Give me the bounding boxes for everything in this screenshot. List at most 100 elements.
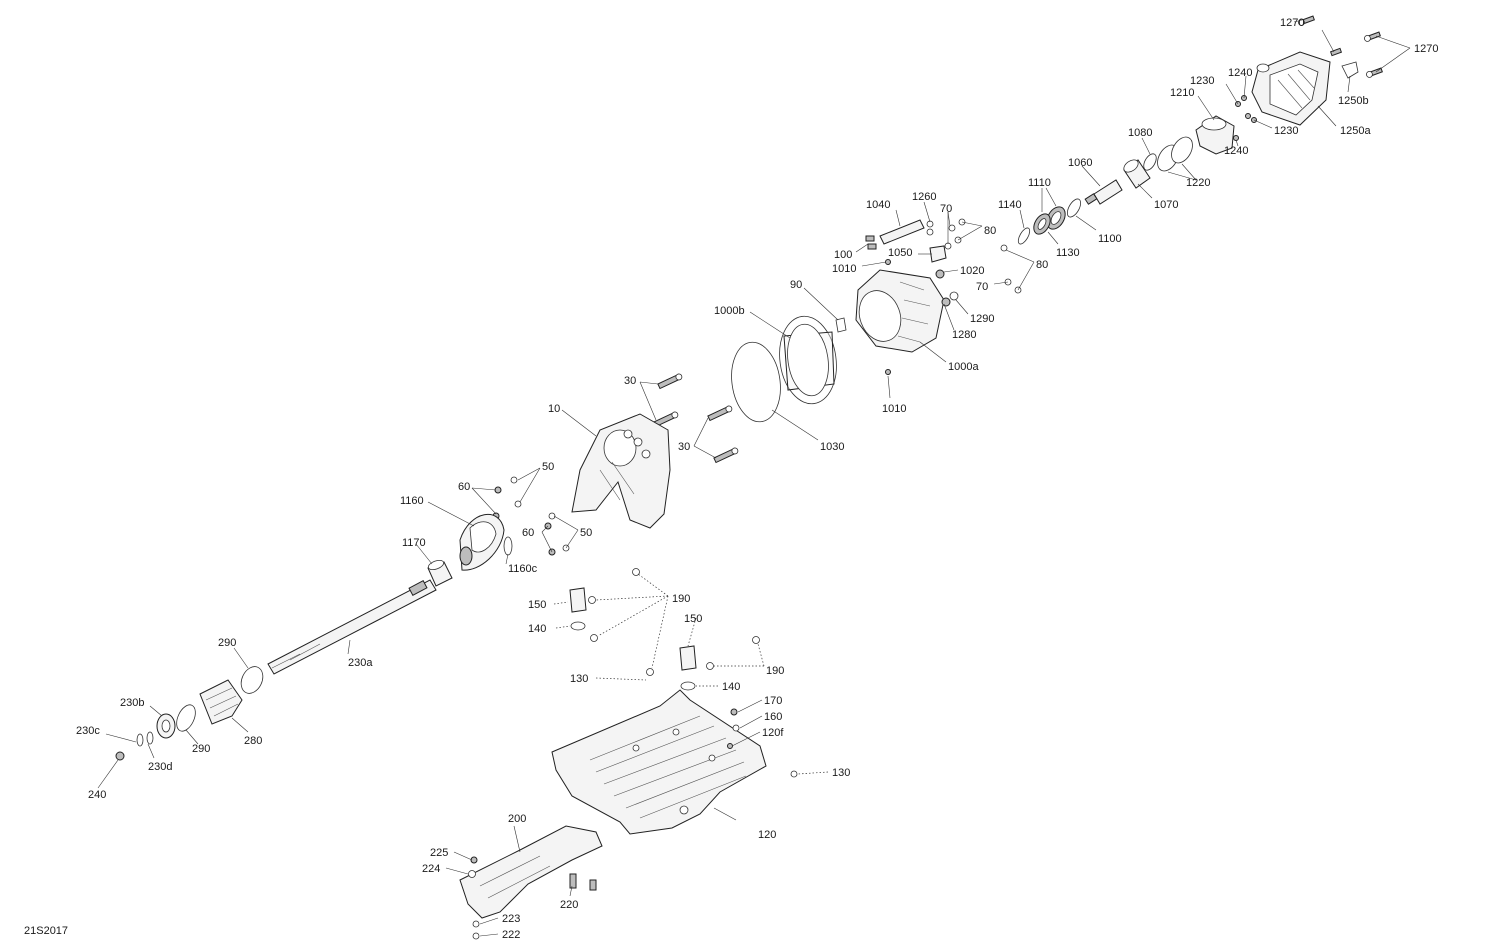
callout-50: 50: [542, 461, 554, 473]
callout-190: 190: [766, 665, 784, 677]
callout-1290: 1290: [970, 313, 994, 325]
callout-1070: 1070: [1154, 199, 1178, 211]
part-1040-tube: [879, 219, 934, 245]
callout-160: 160: [764, 711, 782, 723]
part-1160-impeller: [459, 514, 513, 571]
callout-224: 224: [422, 863, 440, 875]
callout-290: 290: [192, 743, 210, 755]
part-90-fitting: [835, 317, 847, 333]
callout-1110: 1110: [1028, 177, 1051, 189]
callout-30: 30: [678, 441, 690, 453]
callout-1130: 1130: [1056, 247, 1080, 259]
part-1000b-wear-ring: [779, 315, 837, 405]
part-160-170-120f-hardware: [727, 708, 798, 778]
callout-225: 225: [430, 847, 448, 859]
part-290-clamp-upper: [240, 666, 264, 694]
part-70-80-screws: [944, 218, 1022, 294]
callout-230c: 230c: [76, 725, 100, 737]
callout-130: 130: [832, 767, 850, 779]
callout-190: 190: [672, 593, 690, 605]
callout-140: 140: [722, 681, 740, 693]
callout-1140: 1140: [998, 199, 1022, 211]
callout-1210: 1210: [1170, 87, 1194, 99]
callout-50: 50: [580, 527, 592, 539]
part-280-boot: [199, 679, 243, 725]
part-1080-ring: [1143, 153, 1157, 171]
callout-1160: 1160: [400, 495, 424, 507]
callout-80: 80: [1036, 259, 1048, 271]
part-230a-driveshaft: [267, 579, 437, 675]
callout-1270: 1270: [1414, 43, 1438, 55]
callout-1250a: 1250a: [1340, 125, 1371, 137]
part-1280-1290: [949, 291, 959, 301]
callout-222: 222: [502, 929, 520, 941]
callout-1040: 1040: [866, 199, 890, 211]
callout-1240: 1240: [1228, 67, 1252, 79]
callout-labels: 1270 1270 1240 1230 1210 1250b 1230 1250…: [76, 17, 1438, 941]
callout-1270: 1270: [1280, 17, 1304, 29]
callout-230b: 230b: [120, 697, 144, 709]
part-30-bolts: [653, 373, 739, 464]
part-1220-orings: [1157, 136, 1193, 172]
part-190-screws: [588, 568, 760, 676]
callout-1280: 1280: [952, 329, 976, 341]
callout-150: 150: [528, 599, 546, 611]
callout-290: 290: [218, 637, 236, 649]
callout-1260: 1260: [912, 191, 936, 203]
part-230b-seal: [156, 713, 176, 739]
callout-1220: 1220: [1186, 177, 1210, 189]
part-1100-1140-rings: [1017, 198, 1082, 245]
callout-1250b: 1250b: [1338, 95, 1369, 107]
callout-1010: 1010: [832, 263, 856, 275]
part-50-60-hardware: [492, 476, 570, 556]
callout-230d: 230d: [148, 761, 172, 773]
callout-200: 200: [508, 813, 526, 825]
dotted-leader-lines: [553, 573, 829, 775]
callout-80: 80: [984, 225, 996, 237]
callout-1170: 1170: [402, 537, 426, 549]
callout-1050: 1050: [888, 247, 912, 259]
callout-60: 60: [522, 527, 534, 539]
callout-60: 60: [458, 481, 470, 493]
callout-1060: 1060: [1068, 157, 1092, 169]
part-1000a-pump-housing: [855, 269, 951, 353]
callout-90: 90: [790, 279, 802, 291]
callout-1030: 1030: [820, 441, 844, 453]
callout-1020: 1020: [960, 265, 984, 277]
part-120-ride-plate: [551, 689, 767, 835]
callout-150: 150: [684, 613, 702, 625]
callout-130: 130: [570, 673, 588, 685]
callout-1160c: 1160c: [508, 563, 538, 575]
callout-10: 10: [548, 403, 560, 415]
callout-1230: 1230: [1274, 125, 1298, 137]
callout-30: 30: [624, 375, 636, 387]
part-230c-230d-rings: [115, 731, 154, 761]
callout-70: 70: [976, 281, 988, 293]
part-1030-ring: [731, 341, 781, 423]
part-1010-plug: [885, 369, 891, 375]
callout-1230: 1230: [1190, 75, 1214, 87]
callout-1000b: 1000b: [714, 305, 745, 317]
callout-120f: 120f: [762, 727, 784, 739]
part-1060-shaft: [1084, 179, 1123, 205]
callout-220: 220: [560, 899, 578, 911]
callout-1100: 1100: [1098, 233, 1122, 245]
part-220-225-hardware: [468, 856, 597, 940]
part-150-fittings: [569, 587, 697, 691]
leader-lines: [97, 19, 1411, 937]
callout-120: 120: [758, 829, 776, 841]
callout-1000a: 1000a: [948, 361, 979, 373]
document-id: 21S2017: [24, 925, 68, 937]
callout-140: 140: [528, 623, 546, 635]
callout-1240: 1240: [1224, 145, 1248, 157]
callout-280: 280: [244, 735, 262, 747]
part-100-1050-fittings: [865, 235, 947, 265]
part-200-bracket: [459, 825, 603, 919]
part-1250b: [1341, 61, 1359, 79]
part-10-support: [571, 413, 671, 529]
callout-1010: 1010: [882, 403, 906, 415]
callout-100: 100: [834, 249, 852, 261]
part-1070-bearing-sleeve: [1123, 159, 1151, 189]
part-290-clamp-lower: [176, 704, 196, 732]
